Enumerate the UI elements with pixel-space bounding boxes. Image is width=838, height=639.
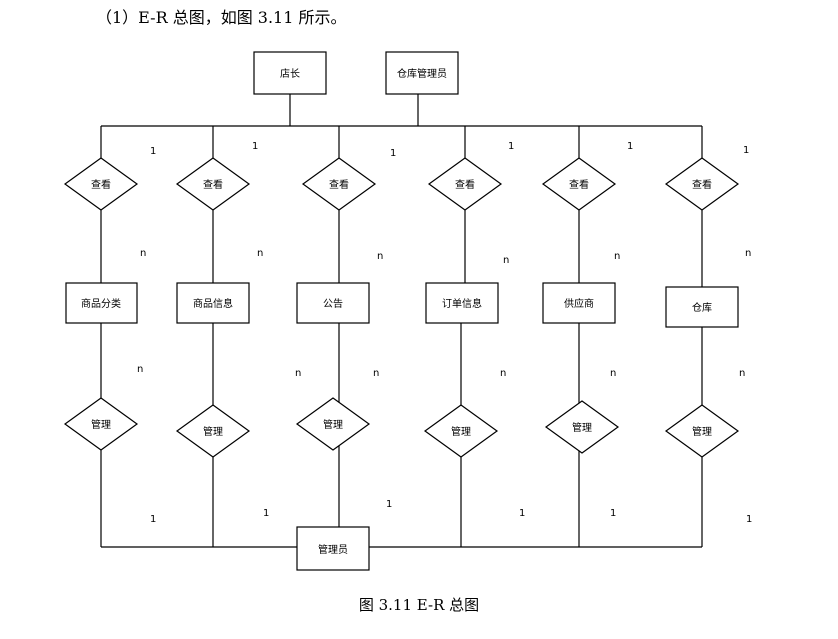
card-view-5-bottom: n bbox=[614, 251, 620, 262]
relation-manage-2-label: 管理 bbox=[203, 425, 223, 438]
card-view-2-top: 1 bbox=[252, 141, 258, 152]
card-manage-3-top: n bbox=[373, 368, 379, 379]
relation-view-3-label: 查看 bbox=[329, 178, 349, 191]
entity-label-warehouse-admin: 仓库管理员 bbox=[397, 67, 447, 80]
relation-manage-5-label: 管理 bbox=[572, 421, 592, 434]
entity-box-order bbox=[425, 282, 499, 324]
card-manage-3-bottom: 1 bbox=[386, 499, 392, 510]
card-manage-5-top: n bbox=[610, 368, 616, 379]
entity-label-warehouse: 仓库 bbox=[692, 301, 712, 314]
card-view-4-top: 1 bbox=[508, 141, 514, 152]
relation-manage-6 bbox=[664, 404, 740, 458]
relation-manage-5 bbox=[544, 400, 620, 454]
card-view-1-bottom: n bbox=[140, 248, 146, 259]
entity-label-category: 商品分类 bbox=[81, 297, 121, 310]
card-manage-1-top: n bbox=[137, 364, 143, 375]
relation-manage-2 bbox=[175, 404, 251, 458]
card-manage-5-bottom: 1 bbox=[610, 508, 616, 519]
relation-view-5 bbox=[541, 157, 617, 211]
card-view-2-bottom: n bbox=[257, 248, 263, 259]
relation-view-4-label: 查看 bbox=[455, 178, 475, 191]
entity-box-warehouse bbox=[665, 286, 739, 328]
relation-view-2-label: 查看 bbox=[203, 178, 223, 191]
relation-manage-3-label: 管理 bbox=[323, 418, 343, 431]
relation-view-6 bbox=[664, 157, 740, 211]
card-manage-6-top: n bbox=[739, 368, 745, 379]
relation-manage-6-label: 管理 bbox=[692, 425, 712, 438]
entity-box-admin bbox=[296, 526, 370, 571]
card-manage-1-bottom: 1 bbox=[150, 514, 156, 525]
relation-view-1-label: 查看 bbox=[91, 178, 111, 191]
relation-view-4 bbox=[427, 157, 503, 211]
card-view-3-top: 1 bbox=[390, 148, 396, 159]
card-view-6-top: 1 bbox=[743, 145, 749, 156]
relation-view-2 bbox=[175, 157, 251, 211]
card-view-6-bottom: n bbox=[745, 248, 751, 259]
entity-label-notice: 公告 bbox=[323, 297, 343, 310]
relation-view-1 bbox=[63, 157, 139, 211]
card-manage-4-top: n bbox=[500, 368, 506, 379]
entity-label-order: 订单信息 bbox=[442, 297, 482, 310]
card-manage-2-bottom: 1 bbox=[263, 508, 269, 519]
relation-manage-1 bbox=[63, 397, 139, 451]
relation-view-5-label: 查看 bbox=[569, 178, 589, 191]
card-manage-4-bottom: 1 bbox=[519, 508, 525, 519]
entity-box-supplier bbox=[542, 282, 616, 324]
relation-view-3 bbox=[301, 157, 377, 211]
card-manage-2-top: n bbox=[295, 368, 301, 379]
relation-manage-4-label: 管理 bbox=[451, 425, 471, 438]
card-view-4-bottom: n bbox=[503, 255, 509, 266]
card-view-3-bottom: n bbox=[377, 251, 383, 262]
figure-caption: 图 3.11 E-R 总图 bbox=[358, 596, 480, 614]
card-manage-6-bottom: 1 bbox=[746, 514, 752, 525]
entity-box-product bbox=[176, 282, 250, 324]
relation-view-6-label: 查看 bbox=[692, 178, 712, 191]
relation-manage-4 bbox=[423, 404, 499, 458]
entity-label-supplier: 供应商 bbox=[564, 297, 594, 310]
card-view-5-top: 1 bbox=[627, 141, 633, 152]
entity-label-admin: 管理员 bbox=[318, 543, 348, 556]
relation-manage-3 bbox=[295, 397, 371, 451]
entity-label-store-manager: 店长 bbox=[280, 67, 300, 80]
entity-label-product: 商品信息 bbox=[193, 297, 233, 310]
entity-box-store-manager bbox=[253, 51, 327, 95]
heading: （1）E-R 总图，如图 3.11 所示。 bbox=[96, 8, 347, 27]
entity-box-notice bbox=[296, 282, 370, 324]
entity-box-warehouse-admin bbox=[385, 51, 459, 95]
entity-box-category bbox=[65, 282, 138, 324]
card-view-1-top: 1 bbox=[150, 146, 156, 157]
relation-manage-1-label: 管理 bbox=[91, 418, 111, 431]
